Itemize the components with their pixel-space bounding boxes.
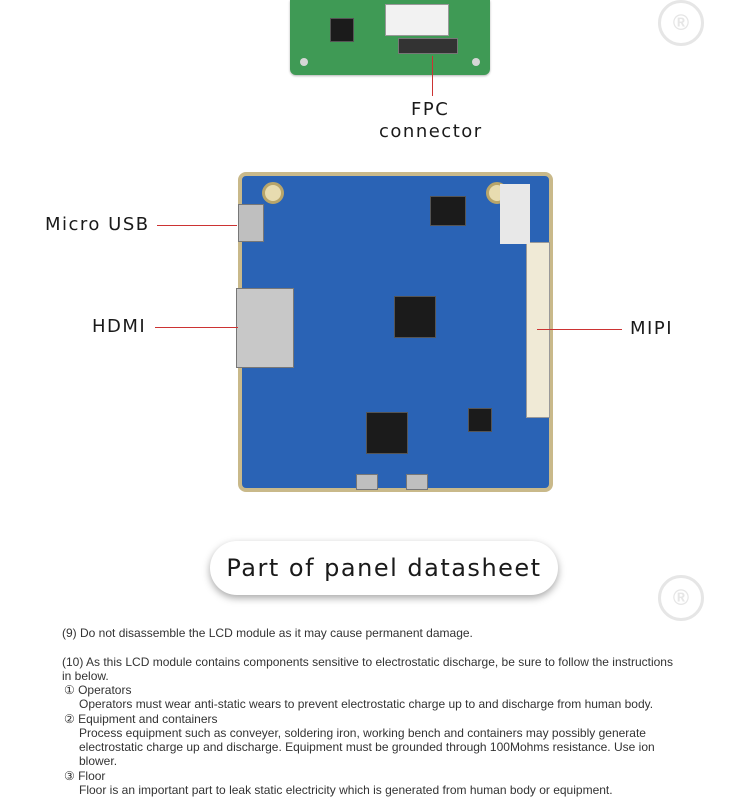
micro-usb-pointer-line	[157, 225, 237, 226]
hdmi-port	[236, 288, 294, 368]
mipi-label: MIPI	[630, 318, 674, 339]
equipment-heading: ② Equipment and containers	[64, 712, 218, 726]
floor-heading: ③ Floor	[64, 769, 106, 783]
fpc-connector	[398, 38, 458, 54]
qr-label	[385, 4, 449, 36]
ic-chip	[366, 412, 408, 454]
mipi-pointer-line	[537, 329, 622, 330]
equipment-text-cont: blower.	[79, 754, 118, 768]
fpc-pointer-line	[432, 56, 433, 96]
fpc-label: FPC	[411, 99, 450, 120]
registered-watermark: ®	[658, 0, 704, 46]
driver-board-image	[236, 172, 553, 492]
mount-hole	[262, 182, 284, 204]
equipment-text: Process equipment such as conveyer, sold…	[79, 726, 646, 740]
inductor	[430, 196, 466, 226]
item-10-text-cont: in below.	[62, 669, 109, 683]
micro-usb-port	[238, 204, 264, 242]
micro-usb-label: Micro USB	[45, 214, 150, 235]
item-9-text: (9) Do not disassemble the LCD module as…	[62, 626, 473, 640]
ic-chip	[330, 18, 354, 42]
button	[406, 474, 428, 490]
mount-hole	[300, 58, 308, 66]
button	[356, 474, 378, 490]
board-label	[500, 184, 530, 244]
hdmi-pointer-line	[155, 327, 238, 328]
inductor	[468, 408, 492, 432]
adapter-board-image	[290, 0, 490, 75]
mipi-connector	[526, 242, 550, 418]
item-10-text: (10) As this LCD module contains compone…	[62, 655, 673, 669]
hdmi-label: HDMI	[92, 316, 147, 337]
operators-heading: ① Operators	[64, 683, 132, 697]
floor-text: Floor is an important part to leak stati…	[79, 783, 613, 797]
operators-text: Operators must wear anti-static wears to…	[79, 697, 654, 711]
section-title: Part of panel datasheet	[210, 541, 558, 595]
equipment-text-cont: electrostatic charge up and discharge. E…	[79, 740, 655, 754]
ic-chip	[394, 296, 436, 338]
mount-hole	[472, 58, 480, 66]
registered-watermark: ®	[658, 575, 704, 621]
connector-label: connector	[379, 121, 483, 142]
